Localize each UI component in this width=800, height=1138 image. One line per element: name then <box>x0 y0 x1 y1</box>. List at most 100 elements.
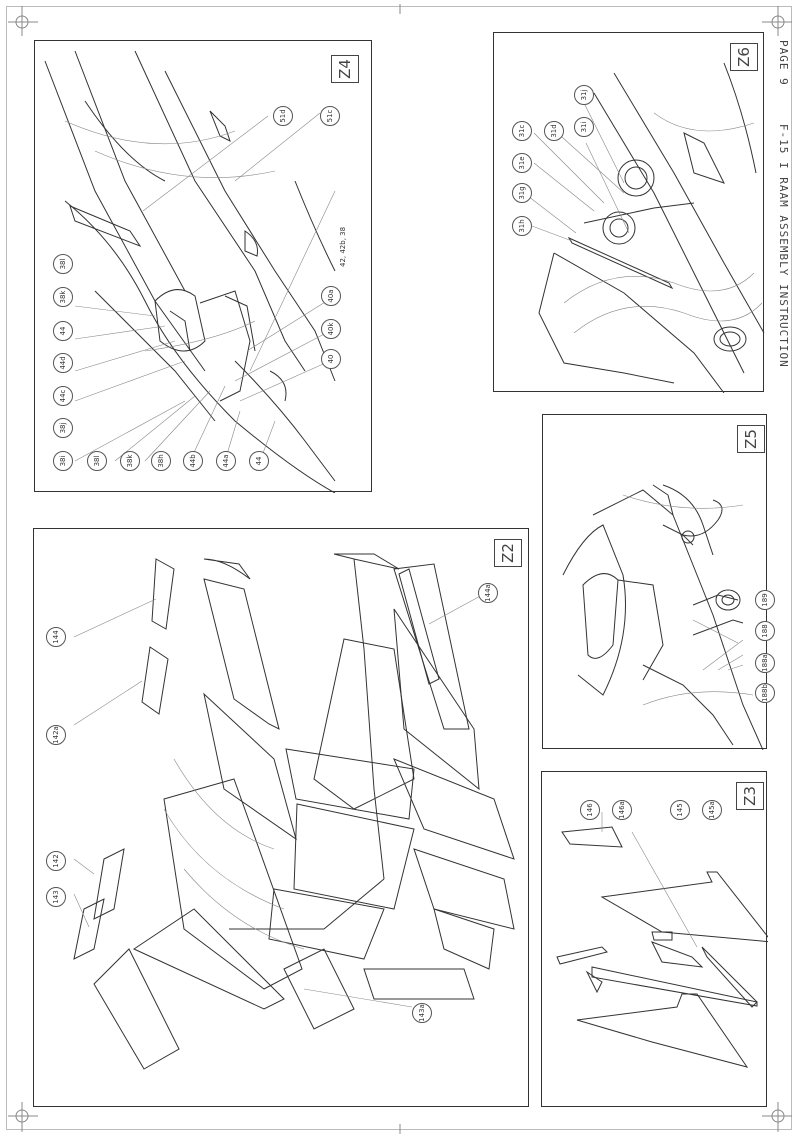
panel-z6: Z6 31c 31d 31j 31e 31i 31g 31h <box>493 32 765 393</box>
callout-146a: 146a <box>612 800 632 820</box>
callout-text: 31d <box>550 124 558 138</box>
callout-text: 38k <box>126 454 134 468</box>
callout-142a: 142a <box>46 725 66 745</box>
callout-text: 38l <box>59 258 67 270</box>
z6-tag-label: Z6 <box>735 47 753 67</box>
callout-text: 51c <box>326 109 334 123</box>
callout-38h: 38h <box>151 451 171 471</box>
callout-text: 44b <box>189 454 197 468</box>
z3-tag-label: Z3 <box>741 786 759 806</box>
z5-tag-label: Z5 <box>742 429 760 449</box>
callout-188b: 188b <box>755 683 775 703</box>
z2-tag-label: Z2 <box>499 543 517 563</box>
document-title: F-15 I RAAM ASSEMBLY INSTRUCTION <box>777 123 790 368</box>
callout-44-bottom: 44 <box>249 451 269 471</box>
callout-145a: 145a <box>702 800 722 820</box>
callout-44d: 44d <box>53 353 73 373</box>
callout-40k: 40k <box>321 319 341 339</box>
z2-wing-exploded-drawing <box>73 553 515 1070</box>
callout-text: 40a <box>327 289 335 303</box>
callout-text: 31g <box>518 186 526 200</box>
callout-text: 146a <box>618 801 626 819</box>
callout-144: 144 <box>46 627 66 647</box>
callout-text: 44d <box>59 356 67 370</box>
callout-text: 44 <box>59 326 67 336</box>
z2-view-tag: Z2 <box>494 539 522 567</box>
callout-text: 31i <box>580 121 588 133</box>
callout-text: 40k <box>327 322 335 336</box>
callout-text: 38l <box>93 455 101 467</box>
callout-text: 188b <box>761 684 769 702</box>
panel-z5: Z5 188b 188a 188 189 <box>542 414 775 750</box>
callout-44a: 44a <box>216 451 236 471</box>
callout-text: 143 <box>52 890 60 904</box>
panel-z3: Z3 146 146a 145 145a <box>541 771 768 1107</box>
callout-188a: 188a <box>755 653 775 673</box>
panel-z4: Z4 51d 51c 42, 42b, 38 40a 40k 40 38l 38… <box>34 40 372 493</box>
callout-text: 144a <box>484 584 492 602</box>
callout-text: 38j <box>59 422 67 434</box>
callout-31e: 31e <box>512 153 532 173</box>
callout-38l-bottom: 38l <box>87 451 107 471</box>
callout-text: 31h <box>518 219 526 233</box>
callout-38i: 38i <box>53 451 73 471</box>
callout-189: 189 <box>755 590 775 610</box>
callout-text: 51d <box>279 109 287 123</box>
callout-text: 44a <box>222 454 230 468</box>
callout-text: 31j <box>580 89 588 101</box>
callout-38k-bottom: 38k <box>120 451 140 471</box>
callout-text: 145 <box>676 803 684 817</box>
callout-text: 188 <box>761 624 769 638</box>
callout-text: 38h <box>157 454 165 468</box>
callout-text: 189 <box>761 593 769 607</box>
callout-text: 31e <box>518 156 526 170</box>
callout-31h: 31h <box>512 216 532 236</box>
callout-text: 44c <box>59 389 67 403</box>
z6-view-tag: Z6 <box>730 43 758 71</box>
z4-view-tag: Z4 <box>331 55 359 83</box>
callout-text: 40 <box>327 354 335 364</box>
callout-146: 146 <box>580 800 600 820</box>
callout-text: 38k <box>59 290 67 304</box>
callout-text: 142a <box>52 726 60 744</box>
page-number: PAGE 9 <box>777 40 790 86</box>
callout-38k-top: 38k <box>53 287 73 307</box>
callout-31g: 31g <box>512 183 532 203</box>
callout-144a: 144a <box>478 583 498 603</box>
callout-40a: 40a <box>321 286 341 306</box>
callout-44c: 44c <box>53 386 73 406</box>
callout-38j: 38j <box>53 418 73 438</box>
page-header: PAGE 9 F-15 I RAAM ASSEMBLY INSTRUCTION <box>777 40 790 368</box>
callout-143: 143 <box>46 887 66 907</box>
z4-tag-label: Z4 <box>336 59 354 79</box>
z3-view-tag: Z3 <box>736 782 764 810</box>
callout-38l-top: 38l <box>53 254 73 274</box>
callout-text: 145a <box>708 801 716 819</box>
callout-40: 40 <box>321 349 341 369</box>
callout-text: 44 <box>255 456 263 466</box>
callout-51d: 51d <box>273 106 293 126</box>
z5-view-tag: Z5 <box>737 425 765 453</box>
callout-text: 146 <box>586 803 594 817</box>
callout-text: 188a <box>761 654 769 672</box>
callout-31c: 31c <box>512 121 532 141</box>
z5-landing-gear-drawing <box>562 484 764 750</box>
callout-text: 31c <box>518 124 526 138</box>
callout-44b: 44b <box>183 451 203 471</box>
callout-51c: 51c <box>320 106 340 126</box>
callout-188: 188 <box>755 621 775 641</box>
callout-143a: 143a <box>412 1003 432 1023</box>
callout-text: 144 <box>52 630 60 644</box>
page-border <box>6 6 792 1130</box>
panel-z2: Z2 144 142a 144a 142 143 143a <box>33 528 529 1107</box>
callout-31d: 31d <box>544 121 564 141</box>
callout-31i: 31i <box>574 117 594 137</box>
callout-text: 142 <box>52 854 60 868</box>
callout-145: 145 <box>670 800 690 820</box>
callout-text: 143a <box>418 1004 426 1022</box>
callout-text: 38i <box>59 455 67 467</box>
z3-stabilizer-drawing <box>556 812 768 1068</box>
callout-44-left: 44 <box>53 321 73 341</box>
callout-text: 42, 42b, 38 <box>339 226 347 267</box>
